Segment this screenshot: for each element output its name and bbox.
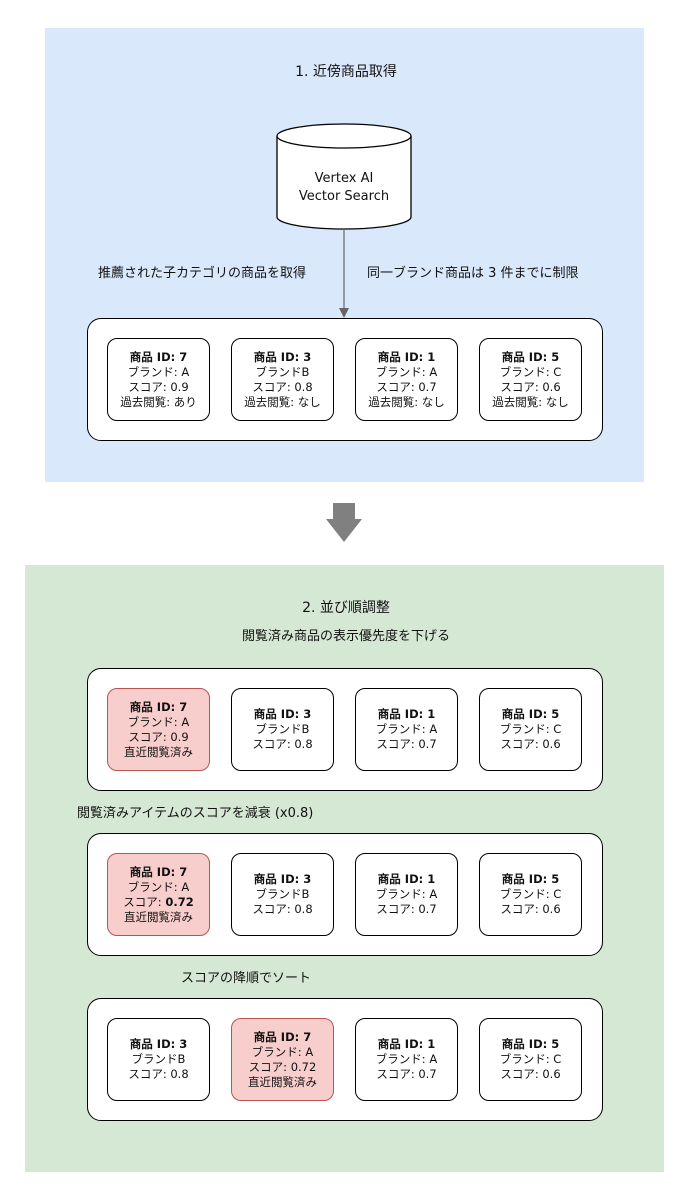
card-id: 商品 ID: 7 <box>129 699 188 714</box>
card-history: 過去閲覧: あり <box>120 394 197 409</box>
card-id: 商品 ID: 3 <box>253 872 312 886</box>
card-id: 商品 ID: 7 <box>129 349 188 364</box>
card-score: スコア: 0.8 <box>128 1067 189 1081</box>
card-viewed-flag: 直近閲覧済み <box>124 744 193 759</box>
card-brand: ブランド: A <box>251 1044 314 1059</box>
card-score-value: 0.72 <box>165 894 194 909</box>
card-id: 商品 ID: 3 <box>253 707 312 721</box>
card-id: 商品 ID: 1 <box>377 872 436 886</box>
row1-card-item3: 商品 ID: 3 ブランドB スコア: 0.8 <box>231 688 334 771</box>
step1-label: 閲覧済みアイテムのスコアを減衰 (x0.8) <box>77 806 314 821</box>
card-brand: ブランド: C <box>499 722 562 736</box>
database-label-line2: Vector Search <box>298 189 390 204</box>
card-viewed-flag: 直近閲覧済み <box>124 909 193 924</box>
card-brand: ブランド: C <box>499 887 562 901</box>
card-brand: ブランド: A <box>375 887 438 901</box>
card-id: 商品 ID: 5 <box>501 872 560 886</box>
row1-card-item7: 商品 ID: 7 ブランド: A スコア: 0.9 直近閲覧済み <box>107 688 210 771</box>
card-history: 過去閲覧: なし <box>368 394 445 409</box>
card-id: 商品 ID: 1 <box>377 349 436 364</box>
row3-card-item1: 商品 ID: 1 ブランド: A スコア: 0.7 <box>355 1018 458 1101</box>
card-id: 商品 ID: 1 <box>377 707 436 721</box>
card-score: スコア: 0.7 <box>376 737 437 751</box>
row2-card-item5: 商品 ID: 5 ブランド: C スコア: 0.6 <box>479 853 582 936</box>
card-score: スコア: 0.6 <box>500 737 561 751</box>
card-brand: ブランドB <box>255 887 310 901</box>
card-brand: ブランド: A <box>375 364 438 379</box>
stage2-title: 2. 並び順調整 <box>302 600 390 616</box>
stage1-note-left: 推薦された子カテゴリの商品を取得 <box>98 266 307 281</box>
card-brand: ブランド: A <box>375 722 438 736</box>
card-id: 商品 ID: 5 <box>501 707 560 721</box>
database-label-line1: Vertex AI <box>314 171 374 186</box>
card-brand: ブランド: A <box>375 1052 438 1066</box>
card-score: スコア: 0.6 <box>500 1067 561 1081</box>
card-score: スコア: 0.7 <box>376 379 437 394</box>
card-id: 商品 ID: 1 <box>377 1037 436 1051</box>
card-brand: ブランド: C <box>499 364 562 379</box>
stage1-card-item3: 商品 ID: 3 ブランドB スコア: 0.8 過去閲覧: なし <box>231 338 334 421</box>
stage1-card-item7: 商品 ID: 7 ブランド: A スコア: 0.9 過去閲覧: あり <box>107 338 210 421</box>
card-brand: ブランドB <box>131 1052 186 1066</box>
card-score: スコア: 0.8 <box>252 737 313 751</box>
row2-card-item1: 商品 ID: 1 ブランド: A スコア: 0.7 <box>355 853 458 936</box>
card-score: スコア: 0.72 <box>248 1059 317 1074</box>
step2-label: スコアの降順でソート <box>181 971 312 986</box>
card-brand: ブランド: C <box>499 1052 562 1066</box>
card-score: スコア: 0.72 <box>123 895 193 910</box>
row3-card-item7: 商品 ID: 7 ブランド: A スコア: 0.72 直近閲覧済み <box>231 1018 334 1101</box>
card-brand: ブランドB <box>255 722 310 736</box>
stage-transition-arrow <box>326 503 362 542</box>
card-score: スコア: 0.9 <box>128 729 189 744</box>
card-brand: ブランド: A <box>127 714 190 729</box>
database-icon <box>276 123 412 230</box>
card-history: 過去閲覧: なし <box>244 394 321 409</box>
card-score: スコア: 0.7 <box>376 902 437 916</box>
database-label: Vertex AI Vector Search <box>276 170 412 206</box>
stage1-card-item5: 商品 ID: 5 ブランド: C スコア: 0.6 過去閲覧: なし <box>479 338 582 421</box>
arrow-db-to-results <box>339 229 349 318</box>
card-id: 商品 ID: 5 <box>501 349 560 364</box>
card-brand: ブランドB <box>255 364 310 379</box>
stage1-note-right: 同一ブランド商品は 3 件までに制限 <box>367 266 579 281</box>
card-score: スコア: 0.8 <box>252 379 313 394</box>
row3-card-item5: 商品 ID: 5 ブランド: C スコア: 0.6 <box>479 1018 582 1101</box>
card-id: 商品 ID: 7 <box>253 1029 312 1044</box>
card-score: スコア: 0.8 <box>252 902 313 916</box>
stage1-card-item1: 商品 ID: 1 ブランド: A スコア: 0.7 過去閲覧: なし <box>355 338 458 421</box>
card-score: スコア: 0.6 <box>500 902 561 916</box>
card-id: 商品 ID: 7 <box>129 864 188 879</box>
row1-card-item5: 商品 ID: 5 ブランド: C スコア: 0.6 <box>479 688 582 771</box>
card-brand: ブランド: A <box>127 879 190 894</box>
stage1-title: 1. 近傍商品取得 <box>295 64 397 80</box>
stage2-subtitle: 閲覧済み商品の表示優先度を下げる <box>241 629 450 644</box>
card-score: スコア: 0.9 <box>128 379 189 394</box>
card-id: 商品 ID: 5 <box>501 1037 560 1051</box>
card-score: スコア: 0.6 <box>500 379 561 394</box>
card-id: 商品 ID: 3 <box>253 349 312 364</box>
card-viewed-flag: 直近閲覧済み <box>248 1074 317 1089</box>
row2-card-item3: 商品 ID: 3 ブランドB スコア: 0.8 <box>231 853 334 936</box>
card-score: スコア: 0.7 <box>376 1067 437 1081</box>
card-brand: ブランド: A <box>127 364 190 379</box>
card-id: 商品 ID: 3 <box>129 1037 188 1051</box>
row3-card-item3: 商品 ID: 3 ブランドB スコア: 0.8 <box>107 1018 210 1101</box>
card-score-prefix: スコア: <box>123 894 166 909</box>
card-history: 過去閲覧: なし <box>492 394 569 409</box>
row2-card-item7: 商品 ID: 7 ブランド: A スコア: 0.72 直近閲覧済み <box>107 853 210 936</box>
row1-card-item1: 商品 ID: 1 ブランド: A スコア: 0.7 <box>355 688 458 771</box>
